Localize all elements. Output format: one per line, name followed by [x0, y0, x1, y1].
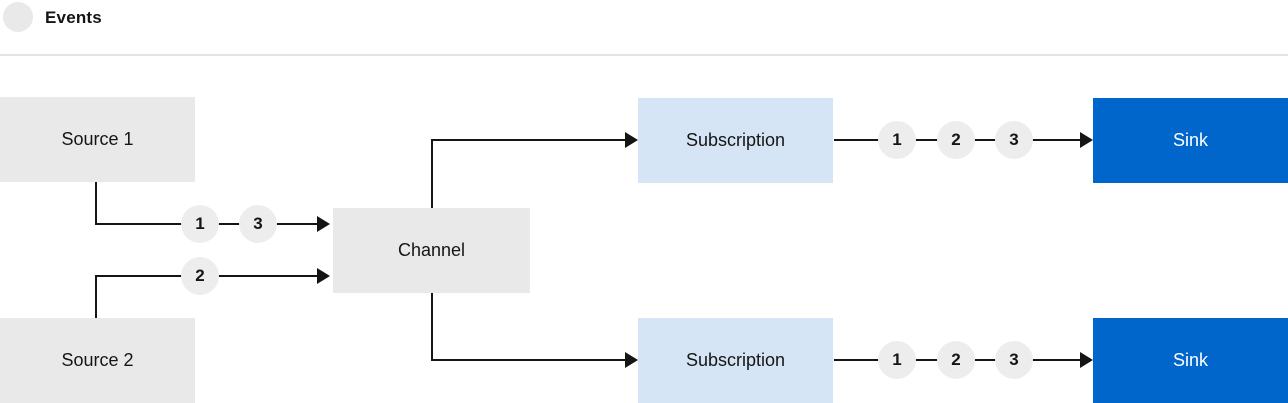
- node-label: Source 1: [61, 129, 134, 149]
- arrowhead-icon: [625, 352, 638, 368]
- event-marker: 1: [878, 121, 916, 159]
- event-number: 3: [1009, 350, 1019, 369]
- node-label: Sink: [1172, 130, 1208, 150]
- event-number: 3: [253, 214, 263, 233]
- event-marker: 3: [995, 121, 1033, 159]
- arrowhead-icon: [317, 216, 330, 232]
- node-label: Subscription: [685, 350, 786, 370]
- event-marker: 2: [937, 341, 975, 379]
- arrowhead-icon: [1080, 352, 1093, 368]
- node-sink-bottom: Sink: [1093, 318, 1288, 403]
- event-circle-icon: [3, 2, 33, 32]
- event-marker: 2: [181, 257, 219, 295]
- node-channel: Channel: [333, 208, 530, 293]
- divider: [0, 54, 1288, 56]
- event-marker: 1: [878, 341, 916, 379]
- node-subscription-bottom: Subscription: [638, 318, 833, 403]
- event-marker: 3: [995, 341, 1033, 379]
- node-subscription-top: Subscription: [638, 98, 833, 183]
- event-marker: 2: [937, 121, 975, 159]
- event-number: 1: [195, 214, 205, 233]
- connector-source1-down: [95, 182, 97, 225]
- connector-channel-down: [431, 293, 433, 361]
- event-number: 1: [892, 130, 902, 149]
- connector-source2-up: [95, 276, 97, 318]
- event-number: 2: [951, 350, 961, 369]
- event-number: 2: [195, 266, 205, 285]
- legend-label: Events: [45, 8, 102, 27]
- node-label: Sink: [1172, 350, 1208, 370]
- event-marker: 3: [239, 205, 277, 243]
- event-marker: 1: [181, 205, 219, 243]
- event-number: 3: [1009, 130, 1019, 149]
- node-source-2: Source 2: [0, 318, 195, 403]
- arrowhead-icon: [1080, 132, 1093, 148]
- node-sink-top: Sink: [1093, 98, 1288, 183]
- node-source-1: Source 1: [0, 97, 195, 182]
- event-number: 2: [951, 130, 961, 149]
- node-label: Channel: [397, 240, 466, 260]
- connector-channel-up: [431, 140, 433, 208]
- connector-channel-to-subscription-top: [431, 139, 625, 141]
- arrowhead-icon: [625, 132, 638, 148]
- node-label: Source 2: [61, 350, 134, 370]
- event-number: 1: [892, 350, 902, 369]
- connector-channel-to-subscription-bottom: [431, 359, 625, 361]
- node-label: Subscription: [685, 130, 786, 150]
- arrowhead-icon: [317, 268, 330, 284]
